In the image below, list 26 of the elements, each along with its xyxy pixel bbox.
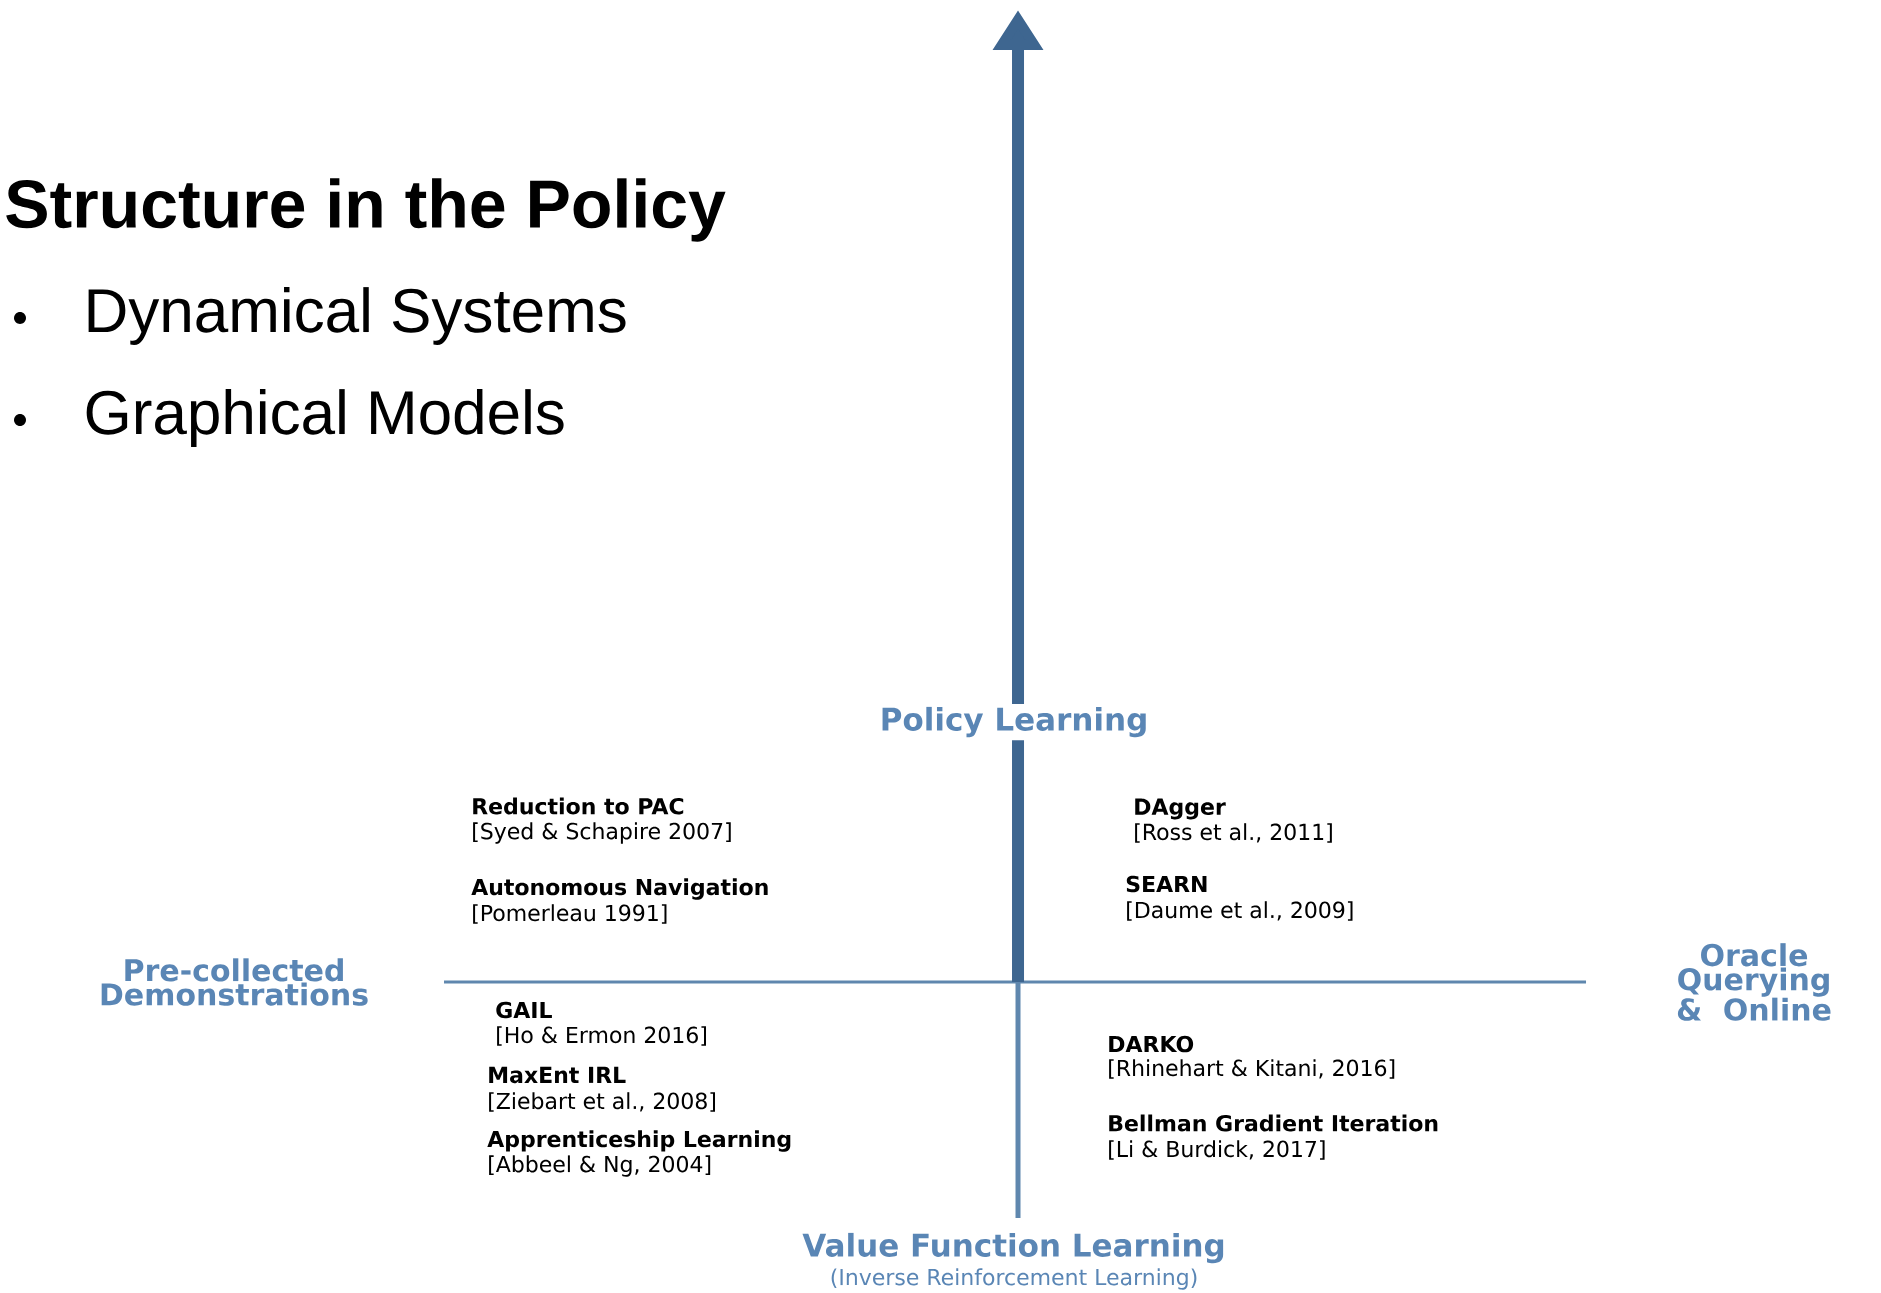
citation: [Li & Burdick, 2017] — [1109, 1140, 1325, 1160]
method-name: SEARN — [1126, 875, 1207, 893]
method-name: Autonomous Navigation — [471, 878, 768, 900]
citation: [Ziebart et al., 2008] — [489, 1092, 715, 1112]
bullet-item: Graphical Models — [86, 389, 564, 447]
axis-label: Value Function Learning — [799, 1229, 1229, 1267]
method-name: DARKO — [1109, 1035, 1194, 1053]
axis-label: Pre-collected Demonstrations — [101, 958, 368, 1006]
method-name: Apprenticeship Learning — [487, 1130, 791, 1152]
method-name: Bellman Gradient Iteration — [1109, 1114, 1438, 1132]
method-name: GAIL — [496, 1001, 552, 1019]
method-name: DAgger — [1135, 798, 1226, 820]
axis-subtitle: (Inverse Reinforcement Learning) — [831, 1268, 1197, 1290]
title: Structure in the Policy — [6, 178, 726, 242]
citation: [Syed & Schapire 2007] — [473, 822, 731, 844]
citation: [Abbeel & Ng, 2004] — [489, 1155, 711, 1177]
citation: [Rhinehart & Kitani, 2016] — [1109, 1059, 1395, 1079]
citation: [Daume et al., 2009] — [1127, 901, 1353, 921]
axis-label: Oracle Querying & Online — [1677, 943, 1831, 1021]
method-name: MaxEnt IRL — [489, 1066, 626, 1084]
citation: [Ho & Ermon 2016] — [497, 1026, 706, 1046]
bullet-item: Dynamical Systems — [88, 287, 626, 345]
axis-label: Policy Learning — [876, 703, 1152, 741]
method-name: Reduction to PAC — [473, 797, 684, 815]
citation: [Pomerleau 1991] — [473, 904, 667, 924]
citation: [Ross et al., 2011] — [1135, 823, 1332, 843]
